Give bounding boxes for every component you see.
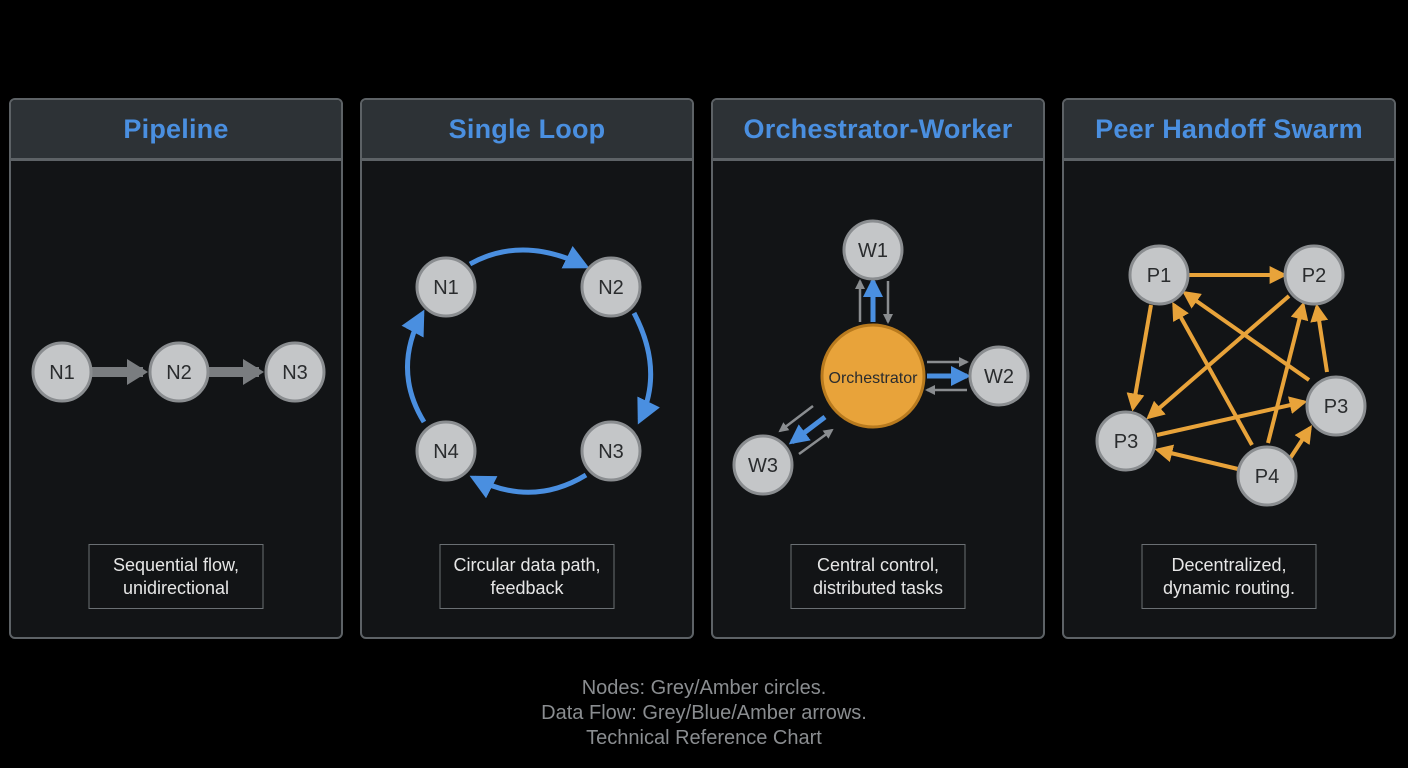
pipeline-arrowhead-2-3: [243, 359, 264, 385]
panel-title: Peer Handoff Swarm: [1095, 113, 1363, 144]
svg-text:N1: N1: [49, 362, 75, 384]
caption-line: dynamic routing.: [1162, 577, 1296, 598]
caption-line: Circular data path,: [453, 554, 601, 575]
orchestrator-hub-node: Orchestrator: [820, 323, 926, 429]
svg-text:N3: N3: [598, 441, 624, 463]
svg-text:W2: W2: [984, 366, 1014, 388]
panel-caption: Circular data path, feedback: [439, 544, 615, 609]
swarm-node-p3-left: P3: [1095, 410, 1157, 472]
svg-text:P2: P2: [1302, 265, 1326, 287]
swarm-arrow-p3right-p1: [1182, 290, 1311, 382]
svg-text:P4: P4: [1255, 466, 1279, 488]
footer-legend: Nodes: Grey/Amber circles. Data Flow: Gr…: [0, 676, 1408, 751]
swarm-node-p1: P1: [1128, 244, 1190, 306]
svg-text:N2: N2: [166, 362, 192, 384]
footer-line: Nodes: Grey/Amber circles.: [581, 677, 827, 699]
svg-text:N2: N2: [598, 277, 624, 299]
caption-line: Central control,: [816, 554, 940, 575]
loop-node-n4: N4: [415, 420, 477, 482]
pipeline-node-n1: N1: [31, 341, 93, 403]
caption-line: unidirectional: [122, 577, 230, 598]
svg-text:W3: W3: [748, 455, 778, 477]
swarm-arrow-p1-p3left: [1126, 304, 1153, 412]
panel-peer-handoff-swarm: P1 P2 P3 P3 P4 Peer Handoff Swarm Decent…: [1062, 98, 1396, 639]
swarm-arrow-p4-p3left: [1154, 444, 1239, 471]
loop-arrow-n1-n2: [468, 245, 590, 269]
swarm-arrow-p3right-p2: [1310, 303, 1329, 373]
svg-text:N3: N3: [282, 362, 308, 384]
caption-line: distributed tasks: [812, 577, 944, 598]
panel-caption: Decentralized, dynamic routing.: [1141, 544, 1317, 609]
caption-line: Sequential flow,: [112, 554, 240, 575]
svg-text:P3: P3: [1324, 396, 1348, 418]
panel-header: Peer Handoff Swarm: [1064, 100, 1394, 161]
w3-orch-grey-arrow: [778, 405, 814, 433]
svg-text:N1: N1: [433, 277, 459, 299]
panel-header: Orchestrator-Worker: [713, 100, 1043, 161]
swarm-arrow-p2-p3left: [1146, 294, 1291, 420]
loop-node-n3: N3: [580, 420, 642, 482]
panel-header: Pipeline: [11, 100, 341, 161]
swarm-diagram: P1 P2 P3 P3 P4: [1095, 244, 1367, 507]
swarm-node-p4: P4: [1236, 445, 1298, 507]
loop-node-n1: N1: [415, 256, 477, 318]
pipeline-node-n2: N2: [148, 341, 210, 403]
loop-node-n2: N2: [580, 256, 642, 318]
worker-node-w3: W3: [732, 434, 794, 496]
orch-w3-grey-arrow: [798, 428, 834, 456]
orch-to-w3-blue-arrow: [788, 415, 827, 445]
swarm-arrow-p4-p3right: [1287, 424, 1312, 462]
orchestrator-diagram: Orchestrator W1 W2 W3: [732, 219, 1030, 496]
panel-title: Single Loop: [448, 113, 606, 144]
panel-orchestrator-worker: Orchestrator W1 W2 W3 Orchestrator-Worke…: [711, 98, 1045, 639]
swarm-node-p3-right: P3: [1305, 375, 1367, 437]
footer-line: Technical Reference Chart: [586, 727, 822, 749]
panel-caption: Central control, distributed tasks: [790, 544, 966, 609]
pipeline-node-n3: N3: [264, 341, 326, 403]
panel-header: Single Loop: [362, 100, 692, 161]
svg-text:P3: P3: [1114, 431, 1138, 453]
panel-caption: Sequential flow, unidirectional: [88, 544, 264, 609]
pipeline-diagram: N1 N2 N3: [31, 341, 326, 403]
caption-line: feedback: [490, 577, 564, 598]
swarm-arrow-p4-p1: [1172, 301, 1254, 446]
svg-text:N4: N4: [433, 441, 459, 463]
panel-title: Orchestrator-Worker: [743, 113, 1013, 144]
caption-line: Decentralized,: [1171, 554, 1287, 575]
loop-arrow-n2-n3: [631, 311, 660, 425]
swarm-arrow-p3left-p3right: [1156, 396, 1308, 437]
loop-arrow-n3-n4: [469, 472, 588, 499]
svg-text:Orchestrator: Orchestrator: [829, 370, 919, 387]
panel-pipeline: N1 N2 N3 Pipeline Sequential flow, unidi…: [9, 98, 343, 639]
worker-node-w2: W2: [968, 345, 1030, 407]
footer-line: Data Flow: Grey/Blue/Amber arrows.: [541, 702, 867, 724]
panel-single-loop: N1 N2 N3 N4 Single Loop Circular data pa…: [360, 98, 694, 639]
loop-arrow-n4-n1: [401, 309, 427, 424]
worker-node-w1: W1: [842, 219, 904, 281]
svg-text:W1: W1: [858, 240, 888, 262]
swarm-node-p2: P2: [1283, 244, 1345, 306]
svg-text:P1: P1: [1147, 265, 1171, 287]
pipeline-arrowhead-1-2: [127, 359, 148, 385]
single-loop-diagram: N1 N2 N3 N4: [401, 245, 660, 499]
swarm-arrow-p4-p2: [1266, 301, 1309, 444]
panel-title: Pipeline: [123, 113, 229, 144]
